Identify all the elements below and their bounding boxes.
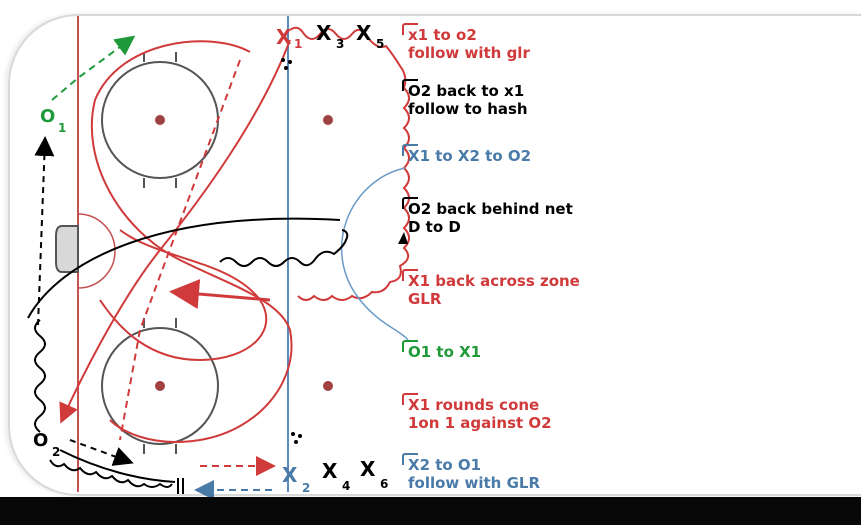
x1-wavy-top [289, 26, 410, 301]
legend-line: D to D [408, 218, 461, 236]
x1-sweep-path [99, 229, 268, 362]
legend-bracket [402, 340, 418, 352]
legend-line: follow with glr [408, 44, 530, 62]
legend-bracket [402, 197, 418, 209]
o2-wavy-bottom [49, 459, 173, 488]
player-x6-number: 6 [380, 477, 388, 491]
player-x5-number: 5 [376, 37, 384, 51]
legend-entry: O1 to X1 [402, 340, 482, 361]
pucks-bottom [291, 432, 302, 444]
neutral-dot-bottom [323, 381, 333, 391]
player-o2-marker: O [33, 430, 48, 451]
player-x1-marker: X [276, 25, 292, 49]
legend-line: X1 to X2 to O2 [408, 147, 532, 165]
player-x4-number: 4 [342, 479, 350, 493]
o2-wavy-center [219, 229, 349, 267]
legend-bracket [402, 269, 418, 281]
o1-dashed-up [34, 136, 55, 326]
player-o1-number: 1 [58, 121, 66, 135]
legend-line: X2 to O1 [408, 456, 482, 474]
neutral-dot-top [323, 115, 333, 125]
o2-sweep-arc [27, 217, 341, 319]
legend-line: 1on 1 against O2 [408, 414, 552, 432]
legend-line: follow to hash [408, 100, 528, 118]
legend-bracket [402, 393, 418, 405]
blue-arc [340, 167, 409, 341]
player-x2-marker: X [282, 463, 298, 487]
legend-line: O1 to X1 [408, 343, 482, 361]
x1-return-arrow [169, 279, 271, 309]
x1-pass-dashed [119, 59, 241, 441]
player-x6-marker: X [360, 457, 376, 481]
legend-bracket [402, 79, 418, 91]
legend-entry: X1 to X2 to O2 [402, 144, 532, 165]
legend-line: O2 back behind net [408, 200, 573, 218]
blocker [177, 478, 184, 494]
x1-skate-path [90, 40, 293, 443]
goal-crease [77, 213, 116, 289]
player-x1-number: 1 [294, 37, 302, 51]
player-x3-number: 3 [336, 37, 344, 51]
legend-line: O2 back to x1 [408, 82, 525, 100]
o2-wavy-left [34, 319, 46, 433]
legend-line: x1 to o2 [408, 26, 477, 44]
pucks-top [281, 58, 292, 70]
faceoff-dot-bottom [155, 381, 165, 391]
legend-line: follow with GLR [408, 474, 540, 492]
hash-marks-top [143, 52, 177, 188]
net [55, 225, 79, 273]
legend-line: GLR [408, 290, 442, 308]
faceoff-circle-bottom [101, 327, 219, 445]
faceoff-dot-top [155, 115, 165, 125]
player-x2-number: 2 [302, 481, 310, 495]
o1-green-pass [51, 35, 136, 101]
player-x3-marker: X [316, 21, 332, 45]
cone [398, 232, 408, 244]
legend-line: X1 rounds cone [408, 396, 540, 414]
player-x5-marker: X [356, 21, 372, 45]
player-o1-marker: O [40, 106, 55, 127]
bottom-bar [0, 497, 861, 525]
hash-marks-bottom [143, 318, 177, 454]
legend-bracket [402, 23, 418, 35]
legend-bracket [402, 144, 418, 156]
legend-line: X1 back across zone [408, 272, 580, 290]
o2-bottom-arc [59, 449, 176, 483]
player-x4-marker: X [322, 459, 338, 483]
player-o2-number: 2 [52, 445, 60, 459]
legend-bracket [402, 453, 418, 465]
